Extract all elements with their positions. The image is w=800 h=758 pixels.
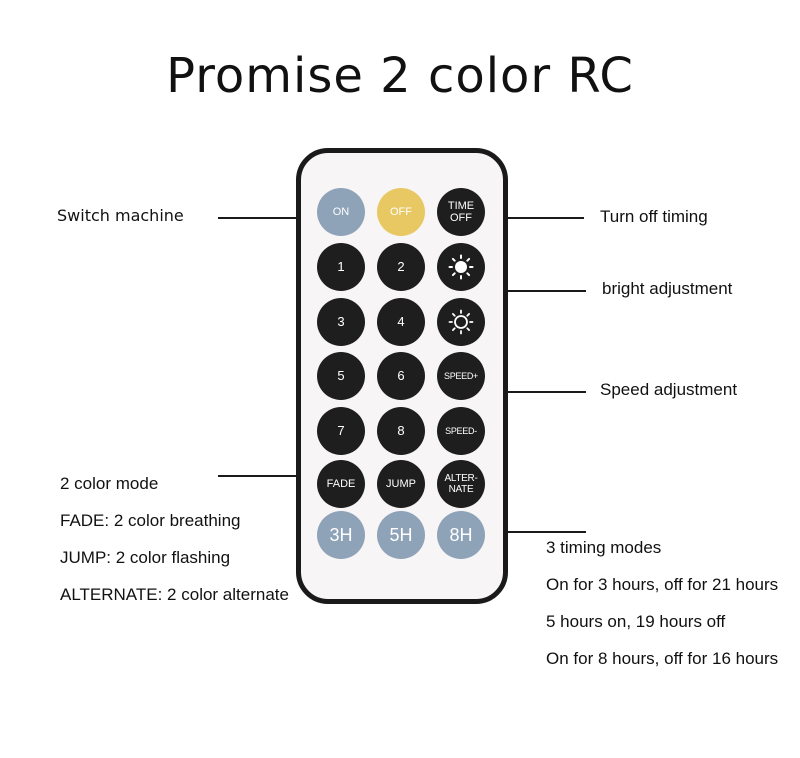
remote-control: ON OFF TIME OFF 1 2 3 4 <box>296 148 508 604</box>
jump-button[interactable]: JUMP <box>377 460 425 508</box>
time-off-button[interactable]: TIME OFF <box>437 188 485 236</box>
button-3[interactable]: 3 <box>317 298 365 346</box>
button-3-label: 3 <box>337 314 345 329</box>
fade-button[interactable]: FADE <box>317 460 365 508</box>
color-mode-leader-line <box>218 475 296 477</box>
timing-mode-3h: On for 3 hours, off for 21 hours <box>546 575 779 594</box>
timer-5h-label: 5H <box>389 525 413 545</box>
speed-up-button[interactable]: SPEED+ <box>437 352 485 400</box>
button-5-label: 5 <box>337 368 345 383</box>
off-button-label: OFF <box>390 206 412 218</box>
page-title: Promise 2 color RC <box>166 48 634 104</box>
turn-off-timing-label: Turn off timing <box>600 207 708 226</box>
alternate-button-label: ALTER-NATE <box>444 473 478 495</box>
button-2[interactable]: 2 <box>377 243 425 291</box>
timer-3h-button[interactable]: 3H <box>317 511 365 559</box>
timing-modes-block: 3 timing modes On for 3 hours, off for 2… <box>546 529 778 677</box>
button-6-label: 6 <box>397 368 405 383</box>
color-mode-jump: JUMP: 2 color flashing <box>60 548 231 567</box>
bright-adjustment-leader-line <box>508 290 586 292</box>
timer-3h-label: 3H <box>329 525 353 545</box>
color-mode-alternate: ALTERNATE: 2 color alternate <box>60 585 289 604</box>
brightness-down-button[interactable] <box>437 298 485 346</box>
color-mode-fade: FADE: 2 color breathing <box>60 511 241 530</box>
button-7-label: 7 <box>337 423 345 438</box>
color-mode-block: 2 color mode FADE: 2 color breathing JUM… <box>60 465 289 613</box>
button-4-label: 4 <box>397 314 405 329</box>
button-2-label: 2 <box>397 259 405 274</box>
fade-button-label: FADE <box>326 478 356 490</box>
speed-up-label: SPEED+ <box>444 371 478 381</box>
color-mode-heading: 2 color mode <box>60 474 159 493</box>
button-8[interactable]: 8 <box>377 407 425 455</box>
alternate-button[interactable]: ALTER-NATE <box>437 460 485 508</box>
bright-adjustment-label: bright adjustment <box>602 279 733 298</box>
button-8-label: 8 <box>397 423 405 438</box>
speed-adjustment-leader-line <box>508 391 586 393</box>
sun-bright-icon <box>448 254 474 280</box>
off-button[interactable]: OFF <box>377 188 425 236</box>
timing-modes-leader-line <box>508 531 586 533</box>
button-1-label: 1 <box>337 259 345 274</box>
jump-button-label: JUMP <box>386 478 416 490</box>
sun-dim-icon <box>448 309 474 335</box>
timer-8h-button[interactable]: 8H <box>437 511 485 559</box>
speed-down-button[interactable]: SPEED- <box>437 407 485 455</box>
button-4[interactable]: 4 <box>377 298 425 346</box>
speed-adjustment-label: Speed adjustment <box>600 380 738 399</box>
switch-machine-label: Switch machine <box>57 206 184 225</box>
button-7[interactable]: 7 <box>317 407 365 455</box>
button-5[interactable]: 5 <box>317 352 365 400</box>
on-button[interactable]: ON <box>317 188 365 236</box>
button-6[interactable]: 6 <box>377 352 425 400</box>
switch-machine-leader-line <box>218 217 296 219</box>
timer-8h-label: 8H <box>449 525 473 545</box>
timing-mode-8h: On for 8 hours, off for 16 hours <box>546 649 779 668</box>
time-off-button-label: TIME OFF <box>447 200 475 224</box>
on-button-label: ON <box>332 206 350 218</box>
button-1[interactable]: 1 <box>317 243 365 291</box>
turn-off-timing-leader-line <box>508 217 584 219</box>
timing-modes-heading: 3 timing modes <box>546 538 662 557</box>
timing-mode-5h: 5 hours on, 19 hours off <box>546 612 726 631</box>
brightness-up-button[interactable] <box>437 243 485 291</box>
timer-5h-button[interactable]: 5H <box>377 511 425 559</box>
speed-down-label: SPEED- <box>445 426 477 436</box>
